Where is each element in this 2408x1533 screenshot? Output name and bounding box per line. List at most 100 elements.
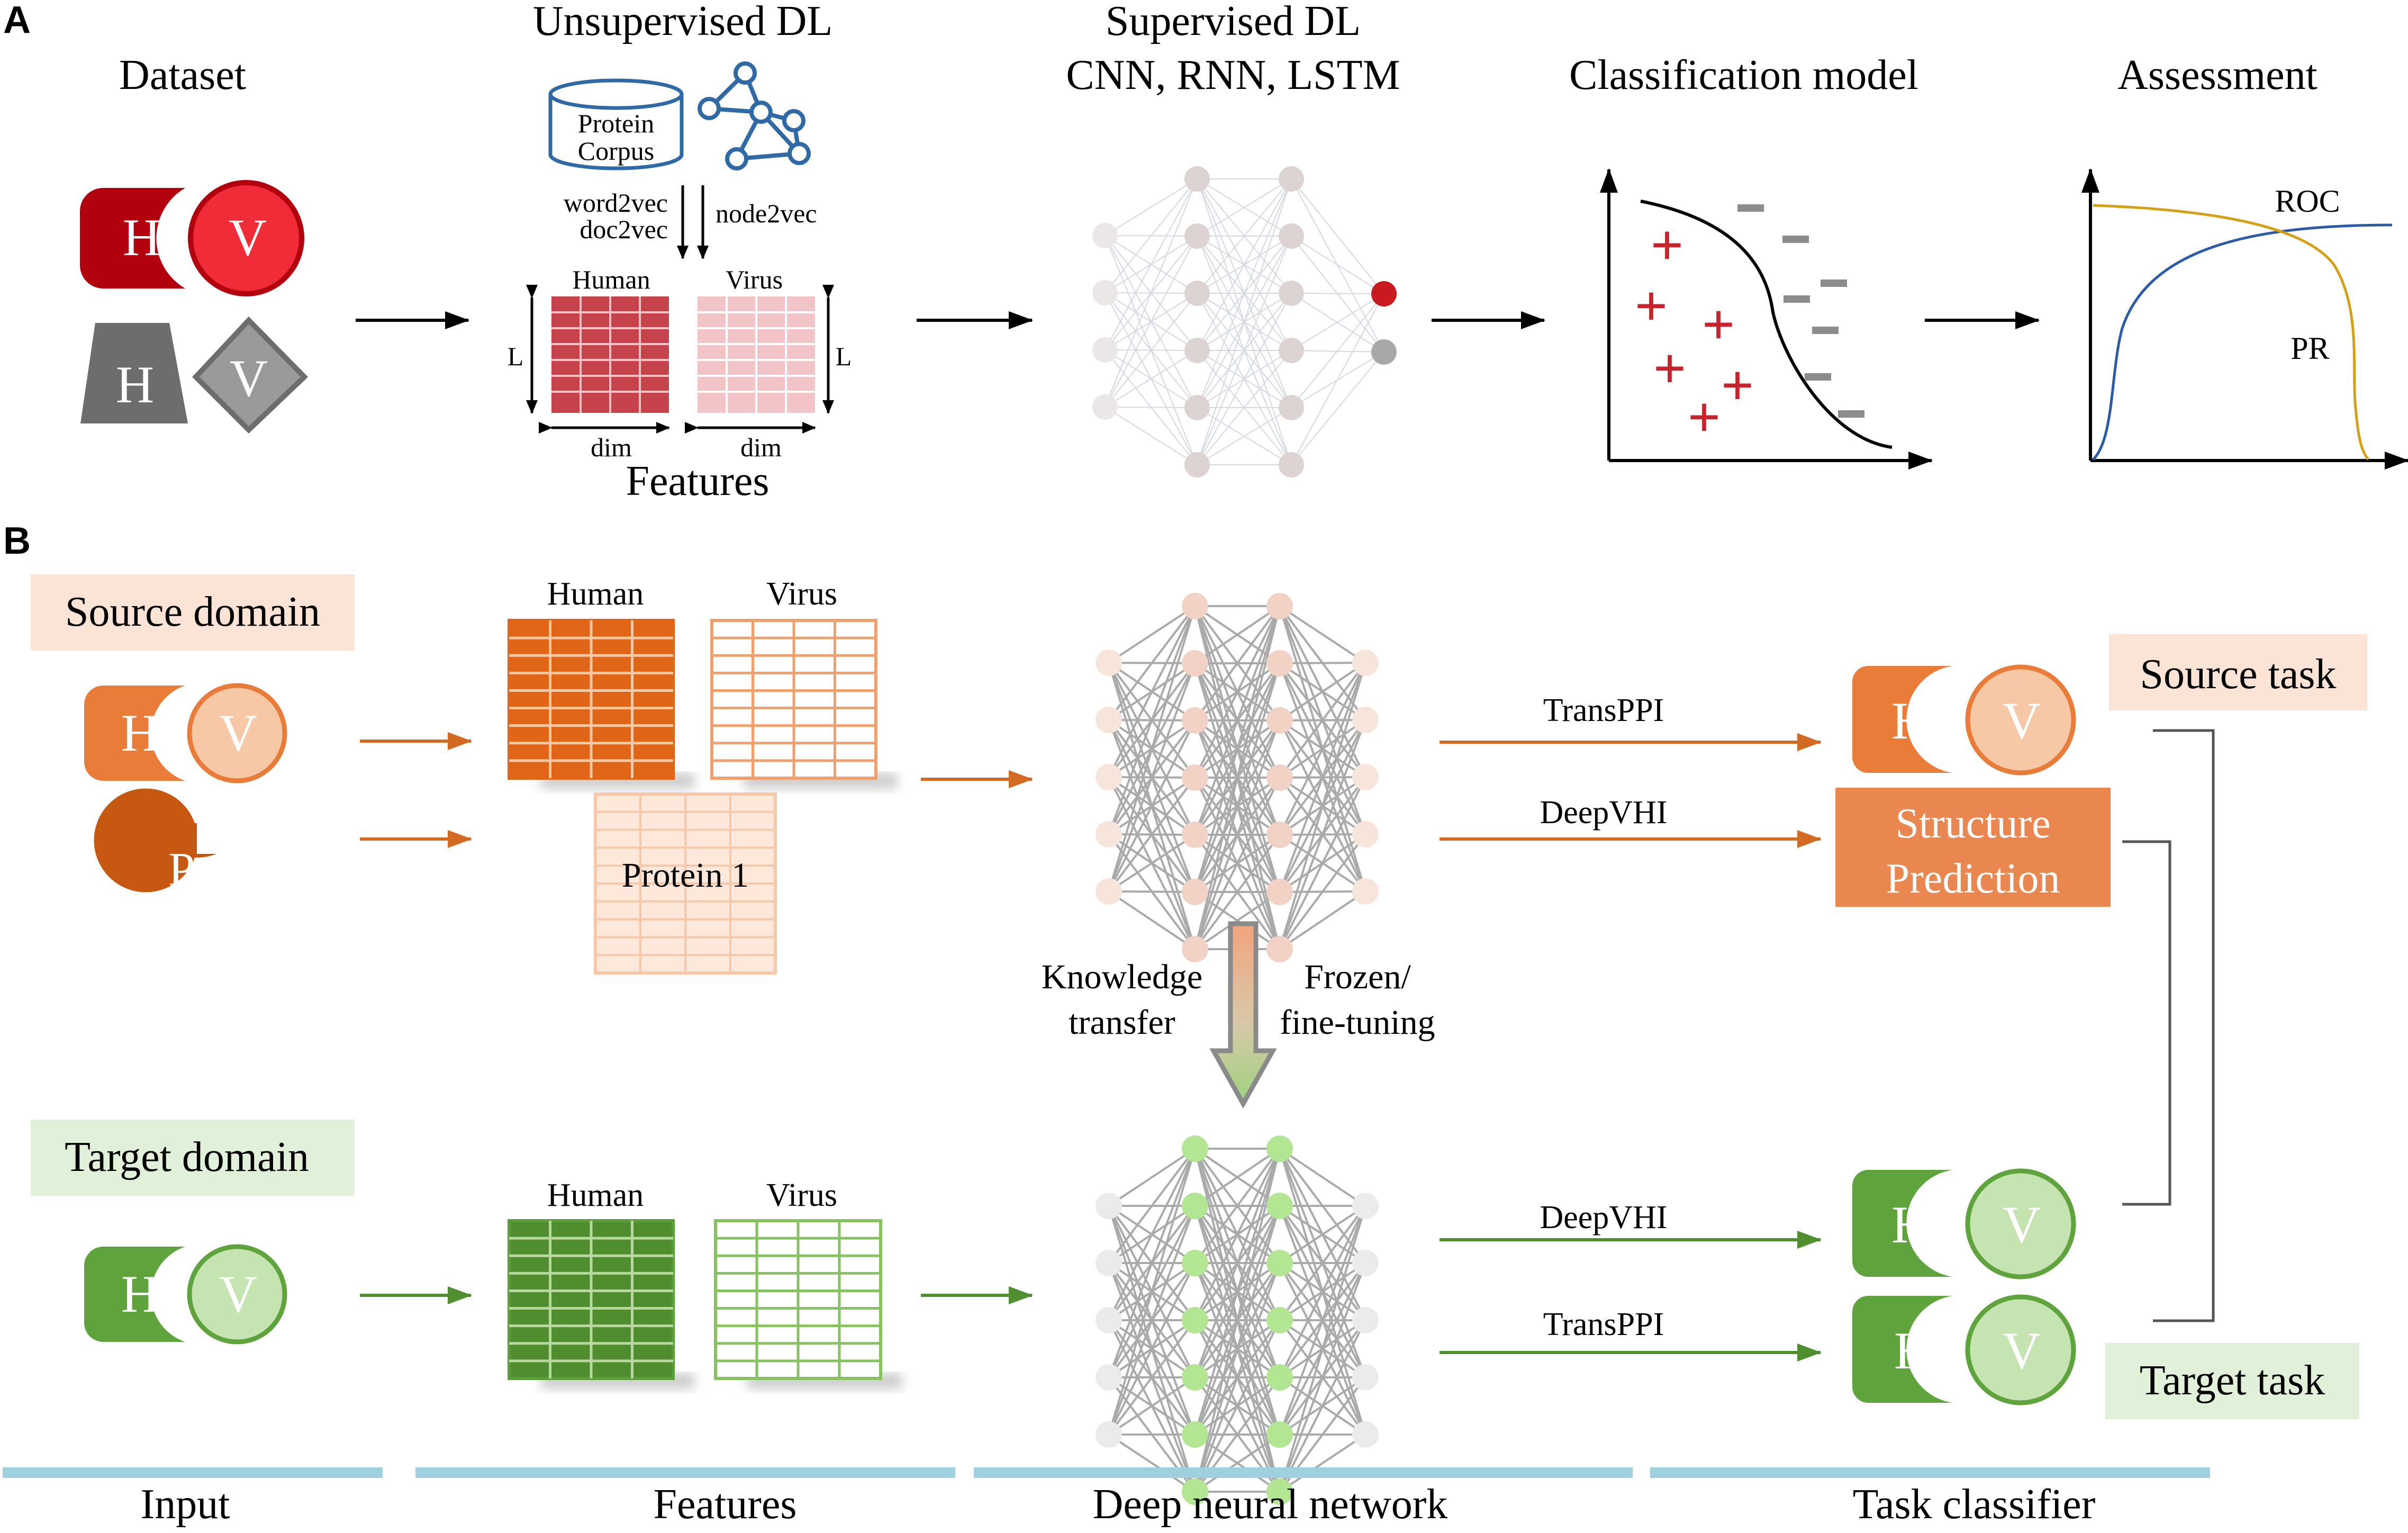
structure-prediction-box [1835, 788, 2111, 907]
target-task-box [2105, 1343, 2359, 1419]
network-edge [1105, 293, 1198, 408]
network-edge [1279, 1148, 1366, 1207]
network-node [1266, 1250, 1293, 1276]
network-node [1096, 707, 1122, 733]
network-edge [1194, 891, 1281, 950]
network-node [1182, 1478, 1208, 1505]
network-edge [1197, 178, 1292, 408]
src-transppi-label: TransPPI [1543, 692, 1664, 728]
network-edge [1108, 605, 1196, 721]
plus-marker: + [1721, 353, 1754, 418]
network-edge [1197, 178, 1292, 465]
network-edge [1108, 777, 1196, 892]
network-edge [1108, 890, 1196, 893]
network-edge [1197, 407, 1292, 465]
network-node [1352, 707, 1379, 733]
network-edge [1197, 178, 1292, 294]
network-edge [1108, 1148, 1196, 1435]
network-edge [1197, 178, 1292, 237]
network-node [1266, 1478, 1293, 1505]
network-edge [1108, 1205, 1196, 1435]
network-node [1279, 395, 1304, 420]
network-graph-icon [698, 61, 811, 170]
network-edge [1279, 1205, 1366, 1435]
network-edge [1279, 662, 1366, 835]
network-node [1182, 936, 1208, 962]
source-virus-matrix [710, 619, 897, 789]
network-edge [1194, 605, 1281, 664]
negative-class-markers [1737, 204, 1864, 418]
network-edge [1108, 720, 1196, 892]
network-edge [1291, 236, 1384, 294]
network-edge [1108, 605, 1196, 664]
network-edge [1194, 606, 1281, 778]
virus-feature-matrix-a [698, 296, 815, 413]
network-edge [1279, 605, 1366, 664]
source-domain-label: Source domain [65, 589, 320, 635]
network-edge [1279, 662, 1366, 779]
network-edge [1105, 236, 1198, 408]
source-human-matrix [508, 619, 694, 789]
feat-human-label: Human [572, 265, 650, 294]
knowledge-label-2: transfer [1069, 1003, 1175, 1042]
target-task-hv-icon-1: H V [1852, 1168, 2076, 1279]
network-node [1371, 281, 1397, 306]
col-title-supervised-2: CNN, RNN, LSTM [1066, 52, 1400, 98]
source-protein-matrix [594, 792, 777, 975]
network-node [1184, 166, 1210, 192]
tgt-task1-h: H [1891, 1195, 1930, 1254]
p1-main: P [168, 843, 195, 896]
network-edge [1194, 606, 1281, 835]
gray-h-label: H [116, 355, 154, 414]
target-network [1096, 1135, 1379, 1505]
network-node [1266, 707, 1293, 734]
network-edge [1197, 293, 1292, 465]
frozen-label-2: fine-tuning [1280, 1003, 1435, 1042]
network-edge [1108, 1376, 1196, 1436]
network-edge [1291, 293, 1384, 465]
target-human-matrix [508, 1219, 694, 1389]
network-node [1184, 395, 1210, 420]
p1-sub: 1 [194, 865, 210, 899]
network-edge [1291, 293, 1384, 351]
network-node [1279, 338, 1304, 363]
bracket-outer [2153, 729, 2215, 1322]
source-domain-box [31, 574, 355, 651]
network-node [1266, 822, 1293, 848]
target-hv-pair-icon: H V [84, 1244, 287, 1345]
network-node [1266, 1193, 1293, 1219]
network-node [1184, 223, 1210, 249]
target-task-label: Target task [2140, 1357, 2325, 1404]
bracket-inner [2122, 840, 2171, 1206]
network-edge [1105, 178, 1198, 236]
network-node [1371, 339, 1397, 365]
network-edge [1279, 719, 1366, 950]
classification-plot [1600, 168, 1933, 470]
network-edge [1279, 1433, 1366, 1493]
source-task-box [2109, 634, 2367, 710]
tgt-v-label: V [219, 1265, 257, 1323]
dim-label-right: dim [740, 432, 782, 462]
network-edge [1108, 606, 1196, 835]
network-edge [1108, 606, 1196, 892]
network-node [1092, 280, 1118, 305]
corpus-line-1: Protein [578, 109, 654, 138]
src-task-v: V [2003, 691, 2041, 750]
plus-marker: + [1653, 336, 1687, 401]
network-node [1266, 764, 1293, 791]
network-edge [1194, 1320, 1281, 1492]
protein1-label: Protein 1 [622, 856, 749, 895]
network-edge [1279, 1205, 1366, 1378]
network-node [1352, 821, 1379, 847]
network-node [1266, 1135, 1293, 1162]
network-edge [1279, 833, 1366, 950]
gray-hv-pair-icon: H V [80, 316, 309, 434]
tgt-deepvhi-label: DeepVHI [1540, 1200, 1667, 1236]
network-edge [1108, 1148, 1196, 1264]
network-node [1352, 764, 1379, 790]
panel-b-letter: B [3, 520, 31, 562]
network-node [1096, 821, 1122, 847]
network-node [1266, 1364, 1293, 1391]
network-edge [1194, 1205, 1281, 1492]
doc2vec-label: doc2vec [580, 214, 668, 244]
